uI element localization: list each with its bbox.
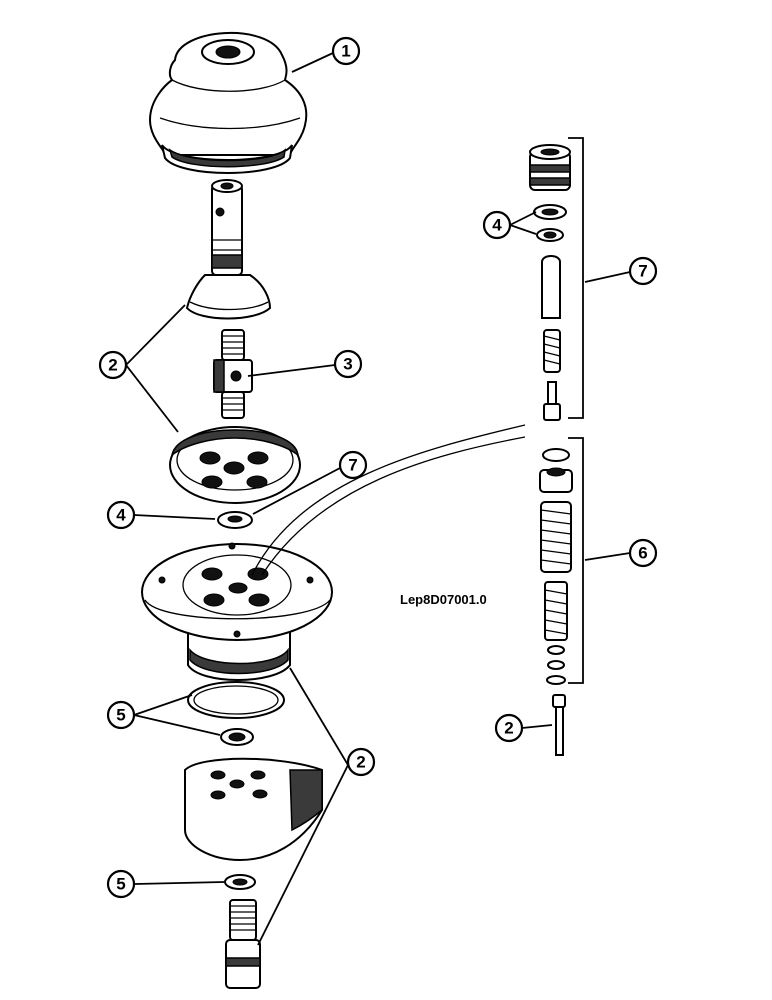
callout-label: 7	[348, 456, 357, 475]
valve-cap	[529, 144, 571, 191]
callout-4-left: 4	[106, 500, 136, 530]
callout-3: 3	[333, 349, 363, 379]
callout-label: 7	[638, 262, 647, 281]
seal-lower	[224, 874, 256, 890]
callout-5-lower: 5	[106, 869, 136, 899]
rubber-boot	[148, 31, 308, 174]
callout-label: 2	[504, 719, 513, 738]
callout-5-upper: 5	[106, 700, 136, 730]
callout-1: 1	[331, 36, 361, 66]
callout-label: 2	[356, 753, 365, 772]
drawing-reference-code: Lep8D07001.0	[400, 592, 487, 607]
callout-label: 4	[116, 506, 126, 525]
callout-label: 4	[492, 216, 502, 235]
valve-body	[184, 757, 323, 862]
seal-rings	[533, 204, 567, 242]
callout-2-lower: 2	[346, 747, 376, 777]
callout-label: 1	[341, 42, 350, 61]
reference-line-lower	[261, 436, 526, 576]
bracket-6	[568, 437, 584, 684]
threaded-stud	[225, 899, 261, 989]
callout-label: 5	[116, 706, 125, 725]
o-ring-small	[220, 728, 254, 746]
spool-pin	[543, 381, 561, 421]
callout-label: 6	[638, 544, 647, 563]
callout-label: 2	[108, 356, 117, 375]
universal-joint	[213, 329, 253, 419]
callout-7-right: 7	[628, 256, 658, 286]
callout-2-upper: 2	[98, 350, 128, 380]
washer-small	[217, 511, 253, 529]
o-ring-large	[187, 681, 285, 719]
washers-stack	[546, 645, 566, 685]
callout-label: 5	[116, 875, 125, 894]
bracket-7	[568, 137, 584, 419]
spring-upper	[543, 329, 561, 373]
guide-plate	[169, 426, 301, 504]
callout-6: 6	[628, 538, 658, 568]
spring-seat	[539, 448, 573, 493]
spring-main	[540, 501, 572, 641]
reference-line-upper	[251, 424, 526, 576]
callout-7-left: 7	[338, 450, 368, 480]
flanged-housing	[141, 542, 333, 681]
plunger	[541, 255, 561, 319]
callout-2-right: 2	[494, 713, 524, 743]
lever-shaft	[185, 179, 272, 320]
push-rod	[552, 694, 566, 756]
callout-4-right: 4	[482, 210, 512, 240]
leader-lines	[125, 52, 631, 946]
callout-label: 3	[343, 355, 352, 374]
